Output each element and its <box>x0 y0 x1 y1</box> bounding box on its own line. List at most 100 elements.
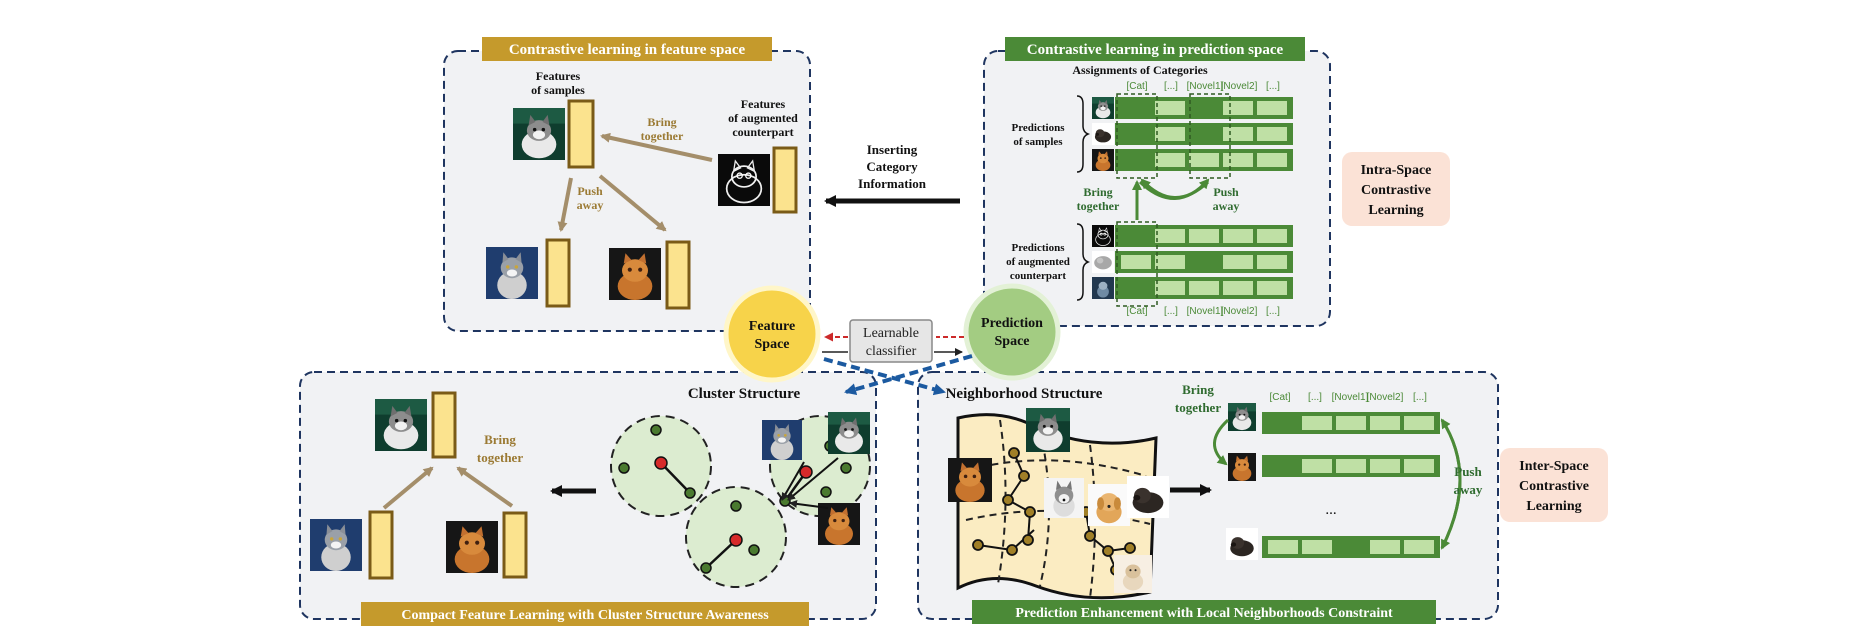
cat-augmented-photo-icon <box>718 153 770 207</box>
cat-photo-icon-bottom <box>375 399 427 451</box>
prediction-augmented-cell <box>1189 255 1219 269</box>
arrow-push-away-pred-left <box>1140 178 1210 199</box>
prediction-neighbor-3-cell <box>1268 540 1298 554</box>
label-bring-together-1: Bring <box>647 115 676 129</box>
label-classifier-2: classifier <box>866 344 917 359</box>
label-push-away-pred-2: away <box>1213 199 1240 213</box>
prediction-sample-cell <box>1121 153 1151 167</box>
label-push-away-1: Push <box>577 184 603 198</box>
arrow-blue-to-neighborhood <box>823 357 946 396</box>
column-footer-top: [Novel1] <box>1187 306 1224 317</box>
orange-cat-photo-icon-cluster <box>818 503 860 545</box>
feature-bar-grey-cat <box>545 238 571 308</box>
prediction-augmented-cell <box>1189 281 1219 295</box>
label-prediction-space-1: Prediction <box>981 316 1043 331</box>
prediction-neighbor-1-cell <box>1302 416 1332 430</box>
label-feature-space-2: Space <box>755 337 790 352</box>
label-inter-space-1: Inter-Space <box>1519 459 1588 474</box>
prediction-sample-cell <box>1189 127 1219 141</box>
arrow-bring-together-neighbor <box>1213 418 1230 466</box>
label-bring-together-pred-2: together <box>1077 199 1120 213</box>
prediction-augmented-cell <box>1121 229 1151 243</box>
arrow-blue-to-cluster <box>844 354 973 396</box>
label-features-of-samples-1: Features <box>536 69 581 83</box>
label-bring-together-cluster-1: Bring <box>484 432 516 447</box>
learnable-classifier-box <box>849 319 933 363</box>
arrow-bring-together <box>600 132 713 162</box>
prediction-neighbor-1-cell <box>1370 416 1400 430</box>
prediction-sample-cell <box>1257 127 1287 141</box>
prediction-augmented-cell <box>1257 281 1287 295</box>
prediction-neighbor-3-cell <box>1370 540 1400 554</box>
prediction-augmented-cell <box>1155 255 1185 269</box>
dog-photo-icon-small <box>1092 123 1114 145</box>
title-prediction-space: Contrastive learning in prediction space <box>1027 42 1284 58</box>
column-headers-top: [Cat][...][Novel1][Novel2][...] <box>1126 81 1280 92</box>
prediction-neighbor-2-cell <box>1370 459 1400 473</box>
feature-bar-augmented <box>772 146 798 214</box>
label-intra-space-2: Contrastive <box>1361 183 1431 198</box>
label-predictions-augmented-3: counterpart <box>1010 270 1067 282</box>
column-header-top: [Cat] <box>1126 81 1147 92</box>
label-intra-space-3: Learning <box>1368 203 1423 218</box>
prediction-space-circle <box>963 283 1061 381</box>
orange-cat-photo-icon-neighborhood <box>948 458 992 502</box>
column-headers-bottom: [Cat][...][Novel1][Novel2][...] <box>1269 392 1427 403</box>
prediction-augmented-cell <box>1223 229 1253 243</box>
label-push-away-neighbor-2: away <box>1454 482 1483 497</box>
prediction-sample-cell <box>1223 153 1253 167</box>
column-header-top: [Novel2] <box>1221 81 1258 92</box>
cluster-radius-1 <box>660 462 691 494</box>
label-feature-space-1: Feature <box>749 319 795 334</box>
arrow-cluster-grey <box>781 461 805 501</box>
label-features-augmented-2: of augmented <box>728 111 798 125</box>
column-footer-top: [Cat] <box>1126 306 1147 317</box>
label-classifier-1: Learnable <box>863 326 919 341</box>
label-bring-together-neighbor-2: together <box>1175 400 1221 415</box>
title-tag-prediction-space <box>1005 37 1305 61</box>
feature-bar-cat-bottom <box>431 391 457 459</box>
orange-cat-photo-icon-pred-bottom <box>1228 453 1256 481</box>
grey-cat-photo-icon-bottom <box>310 519 362 571</box>
prediction-rows-samples <box>1115 97 1293 171</box>
cat-photo-icon-pred-bottom <box>1228 403 1256 431</box>
prediction-neighbor-3-cell <box>1336 540 1366 554</box>
prediction-sample-cell <box>1121 127 1151 141</box>
prediction-augmented-cell <box>1155 229 1185 243</box>
cat-augmented-photo-icon-small <box>1092 224 1114 248</box>
label-neighborhood-structure: Neighborhood Structure <box>946 386 1103 402</box>
prediction-sample-cell <box>1121 101 1151 115</box>
label-inserting-3: Information <box>858 176 927 191</box>
prediction-neighbor-2-cell <box>1336 459 1366 473</box>
feature-space-circle <box>723 285 821 383</box>
orange-cat-photo-icon-bottom <box>446 521 498 573</box>
label-intra-space-1: Intra-Space <box>1361 163 1432 178</box>
prediction-sample-cell <box>1189 153 1219 167</box>
column-footer-top: [...] <box>1266 306 1280 317</box>
column-footers-top: [Cat][...][Novel1][Novel2][...] <box>1126 306 1280 317</box>
label-inter-space-2: Contrastive <box>1519 479 1589 494</box>
label-features-augmented-1: Features <box>741 97 786 111</box>
title-tag-feature-space <box>482 37 772 61</box>
cluster-centers <box>654 456 813 547</box>
feature-bar-grey-cat-bottom <box>368 510 394 580</box>
prediction-augmented-cell <box>1121 255 1151 269</box>
orange-cat-photo-icon <box>609 248 661 300</box>
golden-dog-photo-icon-neighborhood <box>1088 484 1130 526</box>
title-tag-cluster-structure <box>361 602 809 626</box>
prediction-sample-cell <box>1155 101 1185 115</box>
prediction-neighbor-2-cell <box>1302 459 1332 473</box>
title-tag-neighborhood-structure <box>972 600 1436 624</box>
dog-photo-icon-pred-bottom <box>1226 528 1258 560</box>
column-header-bottom: [Novel1] <box>1332 392 1369 403</box>
column-header-bottom: [Novel2] <box>1367 392 1404 403</box>
cat-photo-icon-small <box>1092 97 1114 119</box>
label-cluster-structure: Cluster Structure <box>688 386 801 402</box>
label-inserting-1: Inserting <box>867 142 918 157</box>
prediction-sample-cell <box>1155 127 1185 141</box>
small-dog-photo-icon-neighborhood <box>1114 555 1152 593</box>
cat-photo-icon-neighborhood <box>1026 408 1070 452</box>
dog-augmented-photo-icon-small <box>1092 251 1114 273</box>
